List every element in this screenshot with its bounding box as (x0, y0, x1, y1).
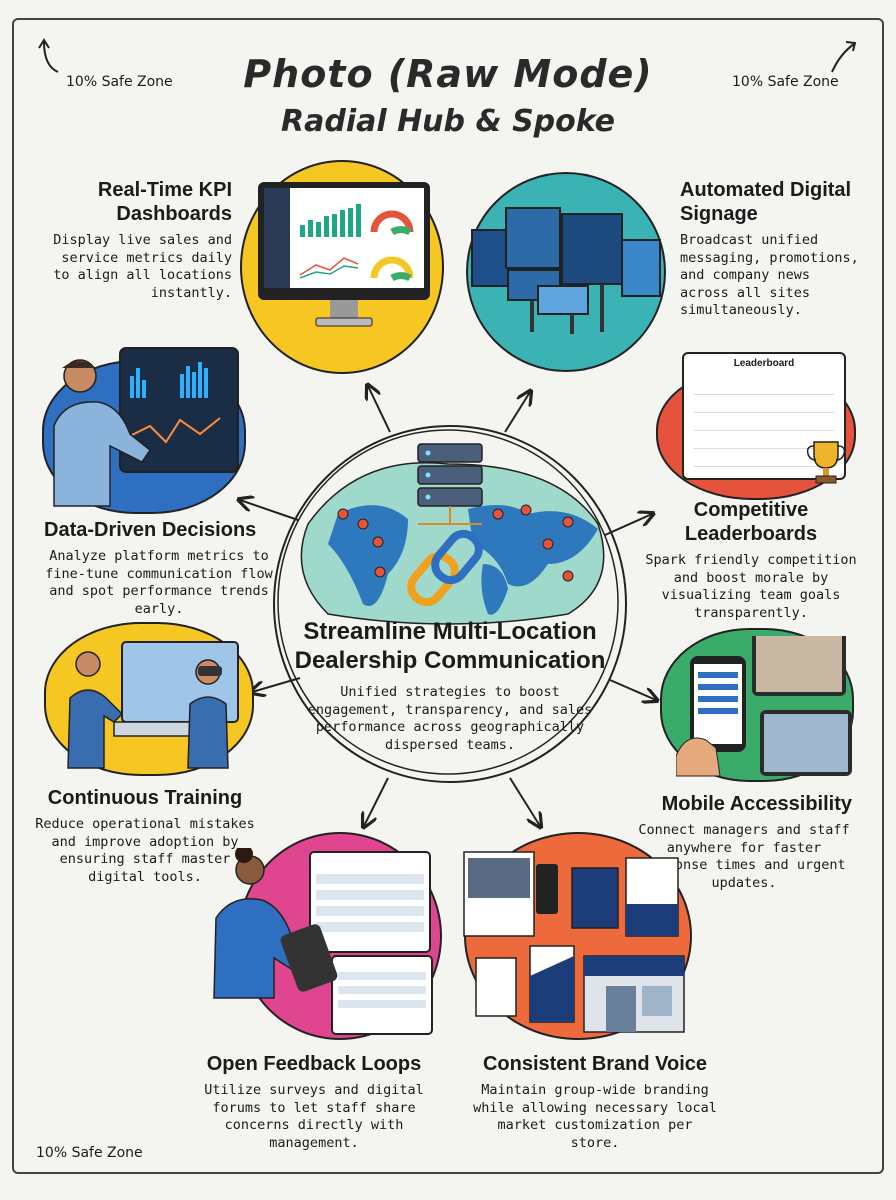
spoke-training: Continuous Training Reduce operational m… (30, 786, 260, 886)
safe-zone-label-top-right: 10% Safe Zone (732, 74, 839, 90)
spoke-leaderboards-description: Spark friendly competition and boost mor… (645, 552, 857, 621)
spoke-data-title: Data-Driven Decisions (44, 519, 257, 541)
corner-arrow-top-right-icon (831, 41, 857, 73)
safe-zone-label-bottom-left: 10% Safe Zone (36, 1145, 143, 1161)
spoke-data: Data-Driven Decisions Analyze platform m… (44, 518, 274, 618)
corner-arrow-top-left-icon (38, 38, 59, 73)
spoke-training-description: Reduce operational mistakes and improve … (35, 816, 255, 885)
phone-icon (676, 636, 852, 777)
spoke-signage-description: Broadcast unified messaging, promotions,… (680, 232, 859, 319)
spoke-signage: Automated Digital Signage Broadcast unif… (680, 178, 860, 320)
spoke-brand: Consistent Brand Voice Maintain group-wi… (470, 1052, 720, 1152)
touchscreen-icon (53, 347, 239, 507)
leaderboard-row (694, 430, 834, 449)
spoke-signage-title: Automated Digital Signage (680, 179, 852, 225)
trophy-icon (806, 441, 846, 484)
spoke-mobile-title: Mobile Accessibility (661, 793, 852, 815)
link-icon (407, 529, 483, 607)
spoke-feedback-description: Utilize surveys and digital forums to le… (204, 1082, 424, 1151)
leaderboard-row (694, 448, 834, 467)
spoke-feedback-title: Open Feedback Loops (206, 1053, 422, 1075)
hub-circle (273, 425, 627, 783)
spoke-feedback: Open Feedback Loops Utilize surveys and … (196, 1052, 432, 1152)
leaderboard-row (694, 412, 834, 431)
spoke-leaderboards: Competitive Leaderboards Spark friendly … (636, 498, 866, 622)
leaderboard-heading: Leaderboard (733, 358, 795, 369)
hub-description: Unified strategies to boost engagement, … (307, 684, 593, 753)
server-icon (417, 443, 483, 525)
vr-headset-icon (67, 641, 239, 769)
page-subtitle: Radial Hub & Spoke (281, 104, 615, 139)
spoke-kpi-description: Display live sales and service metrics d… (53, 232, 232, 301)
spoke-data-description: Analyze platform metrics to fine-tune co… (45, 548, 273, 617)
spoke-mobile: Mobile Accessibility Connect managers an… (636, 792, 852, 892)
spoke-brand-title: Consistent Brand Voice (482, 1053, 708, 1075)
page-frame (12, 18, 884, 1174)
leaderboard-row (694, 394, 834, 413)
leaderboard-row (694, 376, 834, 395)
monitor-icon (258, 182, 430, 327)
signage-icon (471, 207, 661, 334)
spoke-leaderboards-title: Competitive Leaderboards (684, 499, 818, 545)
storefront-icon (463, 851, 685, 1033)
spoke-kpi: Real-Time KPI Dashboards Display live sa… (50, 178, 232, 302)
map-pin-icon (337, 504, 574, 582)
spoke-kpi-title: Real-Time KPI Dashboards (97, 179, 232, 225)
spoke-mobile-description: Connect managers and staff anywhere for … (638, 822, 850, 891)
page-title: Photo (Raw Mode) (243, 52, 653, 96)
spoke-brand-description: Maintain group-wide branding while allow… (473, 1082, 717, 1151)
hub-title: Streamline Multi-Location Dealership Com… (294, 618, 606, 674)
spoke-training-title: Continuous Training (47, 787, 243, 809)
tablet-icon (213, 848, 433, 1035)
safe-zone-label-top-left: 10% Safe Zone (66, 74, 173, 90)
